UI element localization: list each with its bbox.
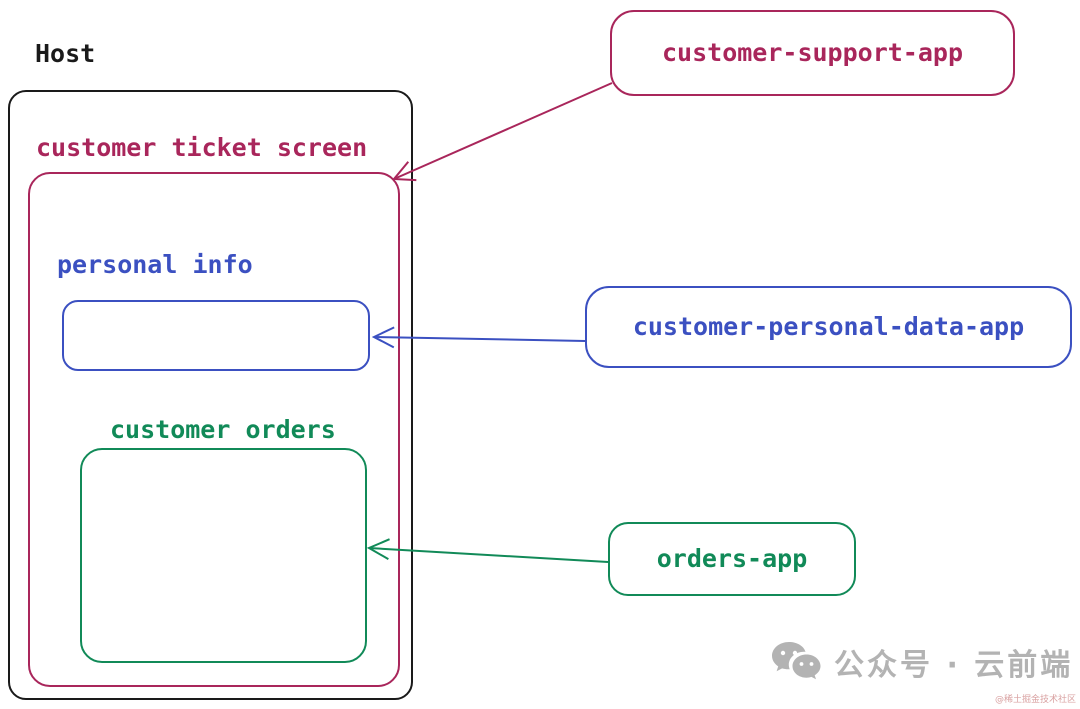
personal-info-slot-box <box>62 300 370 371</box>
orders-app-label: orders-app <box>656 544 808 574</box>
customer-orders-label: customer orders <box>110 415 336 444</box>
customer-orders-slot-box <box>80 448 367 663</box>
watermark-text: 公众号 · 云前端 <box>834 648 1074 683</box>
host-container-box <box>8 90 413 700</box>
customer-personal-data-app-box: customer-personal-data-app <box>585 286 1072 368</box>
watermark: 公众号 · 云前端 <box>770 640 1073 684</box>
customer-support-app-label: customer-support-app <box>661 38 964 68</box>
customer-ticket-screen-label: customer ticket screen <box>36 133 368 162</box>
host-label: Host <box>35 39 96 68</box>
customer-support-app-box: customer-support-app <box>610 10 1015 96</box>
attribution-text: @稀土掘金技术社区 <box>994 695 1076 705</box>
customer-personal-data-app-label: customer-personal-data-app <box>632 312 1025 342</box>
arrow-support-to-screen <box>394 82 613 179</box>
orders-app-box: orders-app <box>608 522 856 596</box>
personal-info-label: personal info <box>57 250 253 279</box>
customer-ticket-screen-box <box>28 172 400 687</box>
wechat-icon <box>772 642 821 680</box>
